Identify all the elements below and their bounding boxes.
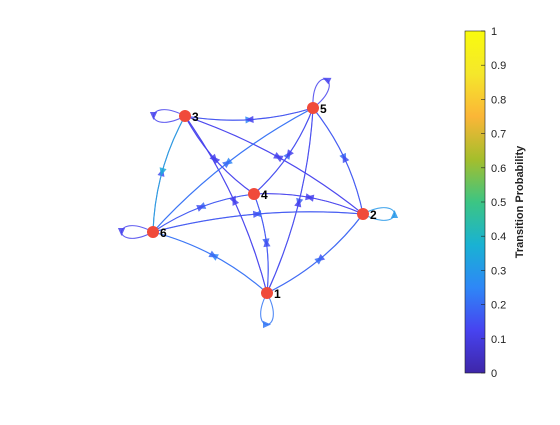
edge-arrowhead xyxy=(314,256,323,265)
edges-layer xyxy=(117,77,399,329)
edge-3-4 xyxy=(184,115,255,195)
edge-6-1 xyxy=(152,231,268,294)
edge-2-1 xyxy=(266,213,364,294)
node-label: 1 xyxy=(274,287,281,301)
colorbar-tick-label: 0.6 xyxy=(491,163,506,175)
node-marker xyxy=(307,102,319,114)
edge-3-6 xyxy=(152,115,186,233)
edge-line xyxy=(266,107,314,294)
edge-arrowhead xyxy=(222,160,231,169)
edge-5-1 xyxy=(266,107,314,294)
edge-1-2 xyxy=(266,213,364,294)
edge-arrowhead xyxy=(208,250,218,258)
edge-5-3 xyxy=(184,107,314,124)
edge-5-2 xyxy=(312,107,364,215)
edge-line xyxy=(184,115,255,195)
colorbar: 0 0.1 0.2 0.3 0.4 0.5 0.6 0.7 0.8 0.9 1 Transition… xyxy=(464,26,526,380)
edge-arrowhead xyxy=(322,77,332,85)
edge-arrowhead xyxy=(252,210,262,218)
node-label: 2 xyxy=(370,208,377,222)
edge-4-3 xyxy=(184,115,255,195)
edge-line xyxy=(312,107,364,215)
edge-arrowhead xyxy=(305,194,315,202)
edge-line xyxy=(152,231,268,294)
edge-1-5 xyxy=(266,107,314,294)
edge-line xyxy=(152,193,255,233)
edge-4-6 xyxy=(152,193,255,233)
colorbar-tick-label: 0.2 xyxy=(491,300,506,312)
edge-2-3 xyxy=(184,115,364,215)
edge-3-3 xyxy=(149,109,186,123)
edge-arrowhead xyxy=(274,155,284,163)
edge-line xyxy=(152,193,255,233)
colorbar-tick-label: 0.5 xyxy=(491,197,506,209)
colorbar-tick-label: 0.1 xyxy=(491,334,506,346)
edge-line xyxy=(184,115,255,195)
node-label: 5 xyxy=(320,102,327,116)
edge-line xyxy=(152,231,268,294)
edge-arrowhead xyxy=(263,320,271,329)
node-marker xyxy=(357,208,369,220)
node-marker xyxy=(248,188,260,200)
edge-arrowhead xyxy=(159,167,167,176)
colorbar-tick-label: 1 xyxy=(491,26,497,38)
node-4: 4 xyxy=(248,188,268,202)
edge-arrowhead xyxy=(232,197,240,206)
node-marker xyxy=(261,287,273,299)
edge-6-2 xyxy=(152,210,364,233)
edge-6-6 xyxy=(117,225,154,239)
node-marker xyxy=(179,110,191,122)
edge-arrowhead xyxy=(390,210,399,218)
edge-arrowhead xyxy=(117,228,126,236)
edge-1-1 xyxy=(260,292,274,329)
edge-2-2 xyxy=(362,207,399,221)
edge-line xyxy=(266,213,364,294)
node-5: 5 xyxy=(307,102,327,116)
node-marker xyxy=(147,226,159,238)
edge-line xyxy=(266,107,314,294)
edge-arrowhead xyxy=(263,238,271,248)
edge-1-6 xyxy=(152,231,268,294)
colorbar-tick-label: 0.3 xyxy=(491,265,506,277)
edge-line xyxy=(312,107,364,215)
edge-5-6 xyxy=(152,107,314,233)
colorbar-tick-label: 0.7 xyxy=(491,129,506,141)
colorbar-ticks: 0 0.1 0.2 0.3 0.4 0.5 0.6 0.7 0.8 0.9 1 xyxy=(481,26,506,380)
edge-6-4 xyxy=(152,193,255,233)
edge-arrowhead xyxy=(196,204,205,212)
edge-6-5 xyxy=(152,107,314,233)
colorbar-tick-label: 0.4 xyxy=(491,231,506,243)
colorbar-tick-label: 0.9 xyxy=(491,60,506,72)
edge-5-4 xyxy=(253,107,314,195)
edge-1-3 xyxy=(184,115,268,294)
edge-1-4 xyxy=(253,193,271,294)
node-2: 2 xyxy=(357,208,377,222)
colorbar-tick-label: 0.8 xyxy=(491,94,506,106)
edge-arrowhead xyxy=(286,149,294,158)
edge-arrowhead xyxy=(342,154,350,164)
colorbar-title: Transition Probability xyxy=(514,145,526,258)
nodes-layer: 1 2 3 4 5 6 xyxy=(147,102,377,301)
colorbar-tick-label: 0 xyxy=(491,368,497,380)
node-label: 4 xyxy=(261,188,268,202)
edge-arrowhead xyxy=(294,198,302,208)
node-6: 6 xyxy=(147,226,167,240)
edge-line xyxy=(266,213,364,294)
edge-2-5 xyxy=(312,107,364,215)
edge-5-5 xyxy=(312,77,332,109)
edge-arrowhead xyxy=(245,115,254,124)
node-3: 3 xyxy=(179,110,199,124)
edge-line xyxy=(152,107,314,233)
edge-line xyxy=(152,107,314,233)
edge-2-4 xyxy=(253,193,364,215)
edge-arrowhead xyxy=(149,112,158,120)
node-label: 3 xyxy=(192,110,199,124)
node-label: 6 xyxy=(160,226,167,240)
node-1: 1 xyxy=(261,287,281,301)
